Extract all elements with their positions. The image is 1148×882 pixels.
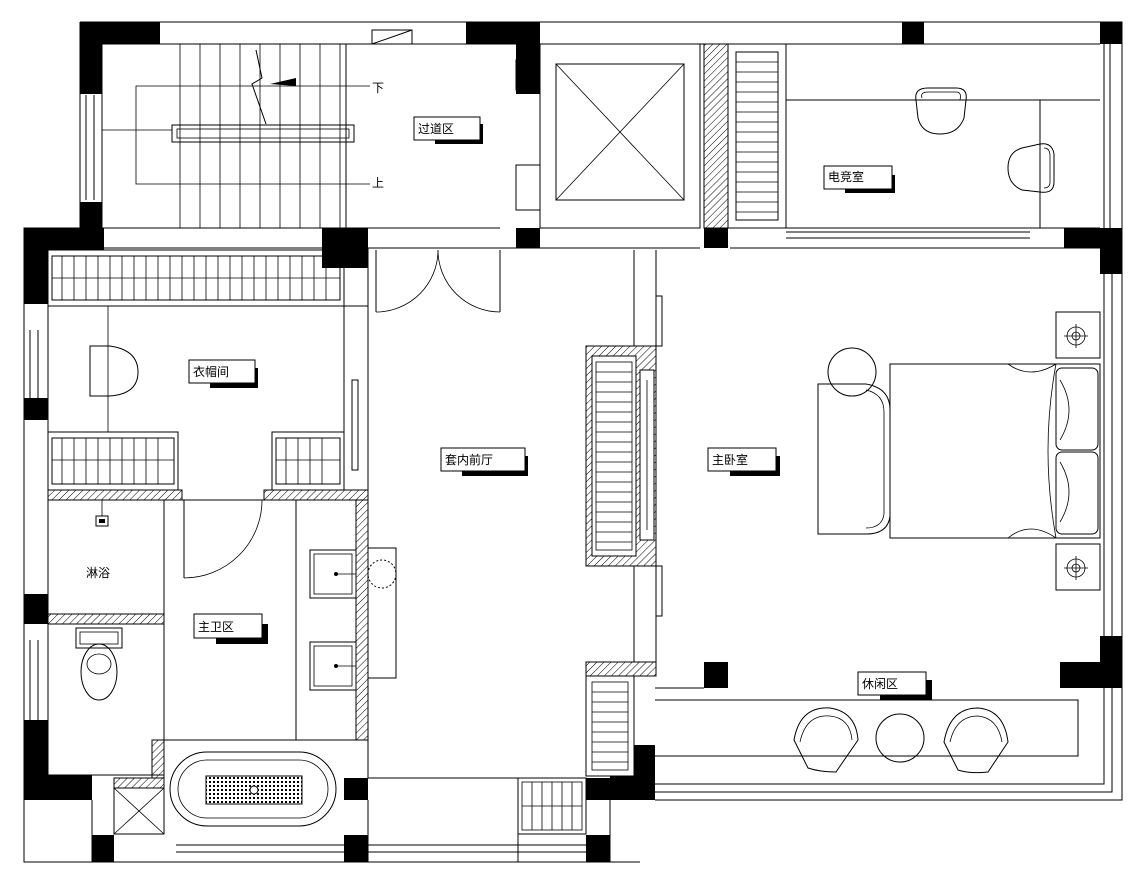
room-label-cloakroom: 衣帽间 <box>188 359 258 388</box>
cloakroom-wardrobe-bottom-right <box>271 431 345 491</box>
bathtub <box>169 751 337 827</box>
floor-drain-box <box>113 787 165 835</box>
esports-chair <box>915 87 967 135</box>
foyer-cabinet-lower <box>585 661 657 777</box>
svg-text:套内前厅: 套内前厅 <box>445 452 493 467</box>
room-label-master-bedroom: 主卧室 <box>707 447 780 476</box>
esports-chair <box>1007 143 1055 193</box>
elevator-shaft <box>539 43 701 229</box>
bedside-table-top <box>1055 311 1101 359</box>
entry-cabinet-bottom <box>517 777 587 835</box>
stair-up-label: 上 <box>372 176 384 190</box>
foyer-cabinet <box>585 345 657 567</box>
side-table <box>875 713 925 763</box>
lounge-chair <box>943 707 1009 774</box>
room-label-foyer: 套内前厅 <box>440 447 528 476</box>
svg-text:主卫区: 主卫区 <box>198 620 234 634</box>
outer-walls <box>23 21 1123 863</box>
bathroom-door <box>183 499 263 579</box>
svg-text:电竞室: 电竞室 <box>828 169 864 184</box>
lounge-chair <box>793 707 859 773</box>
plant-decor <box>367 559 397 589</box>
svg-text:主卧室: 主卧室 <box>712 452 748 467</box>
esports-cabinet <box>727 43 787 229</box>
cloakroom-stool <box>89 345 139 397</box>
bedside-table-bottom <box>1055 543 1101 591</box>
svg-text:过道区: 过道区 <box>418 122 454 136</box>
shower-head-icon <box>95 500 109 527</box>
cloakroom-wardrobe-bottom-left <box>47 431 179 491</box>
bench <box>817 347 891 535</box>
washbasin <box>309 549 357 599</box>
bath-hatched-walls <box>47 489 369 789</box>
foyer-double-door <box>375 249 501 313</box>
vanity-counter <box>367 547 397 679</box>
bed <box>889 363 1101 539</box>
cloakroom-wardrobe-top <box>47 249 345 307</box>
toilet <box>75 627 123 701</box>
room-label-leisure: 休闲区 <box>857 671 932 700</box>
room-label-shower: 淋浴 <box>86 566 110 580</box>
wall-columns <box>24 22 1122 862</box>
staircase <box>101 43 370 229</box>
room-label-master-bath: 主卫区 <box>193 613 268 644</box>
hatched-partition <box>703 43 729 229</box>
svg-text:休闲区: 休闲区 <box>862 677 898 691</box>
svg-text:衣帽间: 衣帽间 <box>193 364 229 379</box>
room-label-corridor: 过道区 <box>413 116 483 144</box>
room-label-esports: 电竞室 <box>823 165 895 193</box>
washbasin <box>309 641 357 691</box>
stair-down-label: 下 <box>372 81 384 95</box>
